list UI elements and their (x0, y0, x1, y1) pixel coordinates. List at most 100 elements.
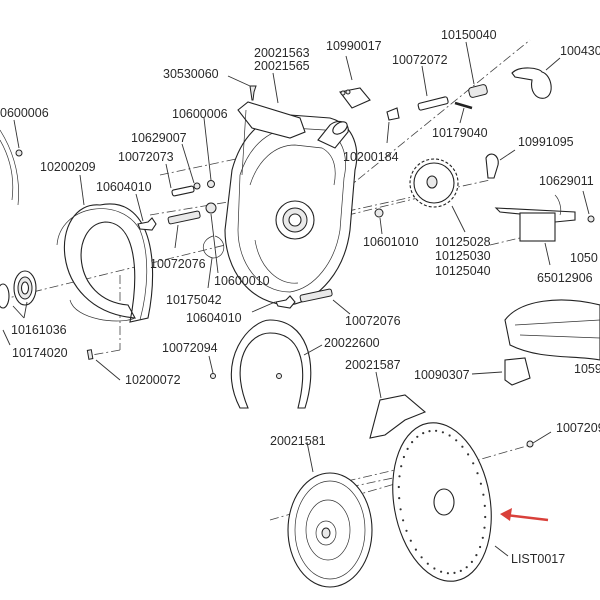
seed-hole (470, 560, 473, 564)
latch-part (511, 67, 552, 99)
label-10150040[interactable]: 10150040 (441, 28, 497, 42)
seed-hole (476, 472, 479, 475)
label-30530060[interactable]: 30530060 (163, 67, 219, 81)
washer-part (193, 182, 201, 190)
label-10991095[interactable]: 10991095 (518, 135, 574, 149)
label-10200209[interactable]: 10200209 (40, 160, 96, 174)
seed-hole (409, 539, 412, 542)
seed-hole (398, 475, 401, 478)
seed-hole (411, 441, 414, 444)
seed-hole (422, 432, 425, 435)
deflector-10090307-part (504, 357, 531, 386)
seed-hole (398, 497, 401, 500)
holder-20021587-part (369, 394, 427, 439)
label-1050-partial[interactable]: 1050 (570, 251, 598, 265)
pin-axis-line-2 (91, 349, 121, 356)
label-10604010-top[interactable]: 10604010 (96, 180, 152, 194)
seed-hole (406, 447, 409, 450)
label-10601010[interactable]: 10601010 (363, 235, 419, 249)
seed-hole (483, 504, 486, 507)
label-10604010-bottom[interactable]: 10604010 (186, 311, 242, 325)
label-10990017[interactable]: 10990017 (326, 39, 382, 53)
knob-10604010-part (137, 217, 157, 231)
upper-axis-line (344, 39, 531, 191)
label-10175042[interactable]: 10175042 (166, 293, 222, 307)
pin-10179040-part (454, 101, 473, 110)
label-20022600[interactable]: 20022600 (324, 336, 380, 350)
disc-axis-line-2 (329, 454, 461, 486)
label-10072094[interactable]: 10072094 (162, 341, 218, 355)
seed-hole (441, 431, 444, 434)
bearing-part (13, 270, 37, 306)
seed-disc-list0017-part (392, 422, 492, 582)
seed-hole (472, 462, 475, 465)
shaft-part (417, 96, 449, 111)
spring-part (468, 84, 488, 98)
seed-hole (416, 435, 419, 438)
label-LIST0017[interactable]: LIST0017 (511, 552, 565, 566)
seed-hole (420, 556, 423, 559)
label-10161036[interactable]: 10161036 (11, 323, 67, 337)
label-10072094-right[interactable]: 10072094 (556, 421, 600, 435)
seed-hole (459, 569, 462, 573)
label-1059-partial[interactable]: 1059 (574, 362, 600, 376)
seed-hole (402, 455, 405, 459)
label-20021581[interactable]: 20021581 (270, 434, 326, 448)
seed-hole (446, 572, 449, 575)
seed-hole (402, 519, 405, 522)
leader-lines (2, 41, 590, 557)
seed-hole (400, 465, 403, 468)
seed-hole (440, 570, 443, 573)
label-20021587[interactable]: 20021587 (345, 358, 401, 372)
wheel-20021581-part (287, 472, 373, 588)
label-10174020[interactable]: 10174020 (12, 346, 68, 360)
label-20021563[interactable]: 20021563 (254, 46, 310, 60)
seed-hole (399, 508, 402, 511)
seed-hole (455, 439, 458, 442)
label-20021565[interactable]: 20021565 (254, 59, 310, 73)
label-10629011[interactable]: 10629011 (539, 174, 594, 188)
seed-hole (428, 430, 431, 433)
stud-10072076-part (167, 210, 201, 225)
seed-hole (433, 567, 436, 570)
seed-hole (461, 445, 464, 448)
nut-10601010-part (374, 208, 384, 218)
nut-part (207, 180, 215, 188)
label-10600006[interactable]: 10600006 (172, 107, 228, 121)
label-10125040[interactable]: 10125040 (435, 264, 491, 278)
screw-10072094-left (210, 373, 216, 379)
sprocket-part (409, 158, 459, 208)
nut-icon (15, 149, 23, 157)
bracket-part (494, 194, 595, 242)
bushing-part (386, 107, 400, 121)
label-10125030[interactable]: 10125030 (435, 249, 491, 263)
label-10072076-left[interactable]: 10072076 (150, 257, 206, 271)
part-labels: 0600006 10200209 10161036 10174020 10200… (0, 28, 600, 566)
housing-part (224, 101, 358, 306)
seed-hole (475, 554, 478, 557)
label-100430-partial[interactable]: 100430 (560, 44, 600, 58)
label-10072072[interactable]: 10072072 (392, 53, 448, 67)
seed-hole (453, 571, 456, 575)
label-65012906[interactable]: 65012906 (537, 271, 593, 285)
label-10600006-left[interactable]: 0600006 (0, 106, 49, 120)
label-10629007[interactable]: 10629007 (131, 131, 187, 145)
pin-part (86, 349, 94, 360)
label-10200072[interactable]: 10200072 (125, 373, 181, 387)
nut-10600010-part (205, 202, 217, 214)
label-10125028[interactable]: 10125028 (435, 235, 491, 249)
label-10600010[interactable]: 10600010 (214, 274, 270, 288)
label-10072073[interactable]: 10072073 (118, 150, 174, 164)
knob-lower-part (275, 295, 296, 309)
label-10179040[interactable]: 10179040 (432, 126, 488, 140)
label-10090307[interactable]: 10090307 (414, 368, 470, 382)
seed-hole (448, 434, 451, 437)
seed-hole (482, 493, 485, 496)
clip-10991095-part (485, 153, 499, 179)
clip-10990017-part (339, 87, 371, 109)
seed-hole (483, 526, 486, 529)
stud-lower-part (299, 288, 333, 303)
label-10072076-right[interactable]: 10072076 (345, 314, 401, 328)
label-10200184[interactable]: 10200184 (343, 150, 399, 164)
